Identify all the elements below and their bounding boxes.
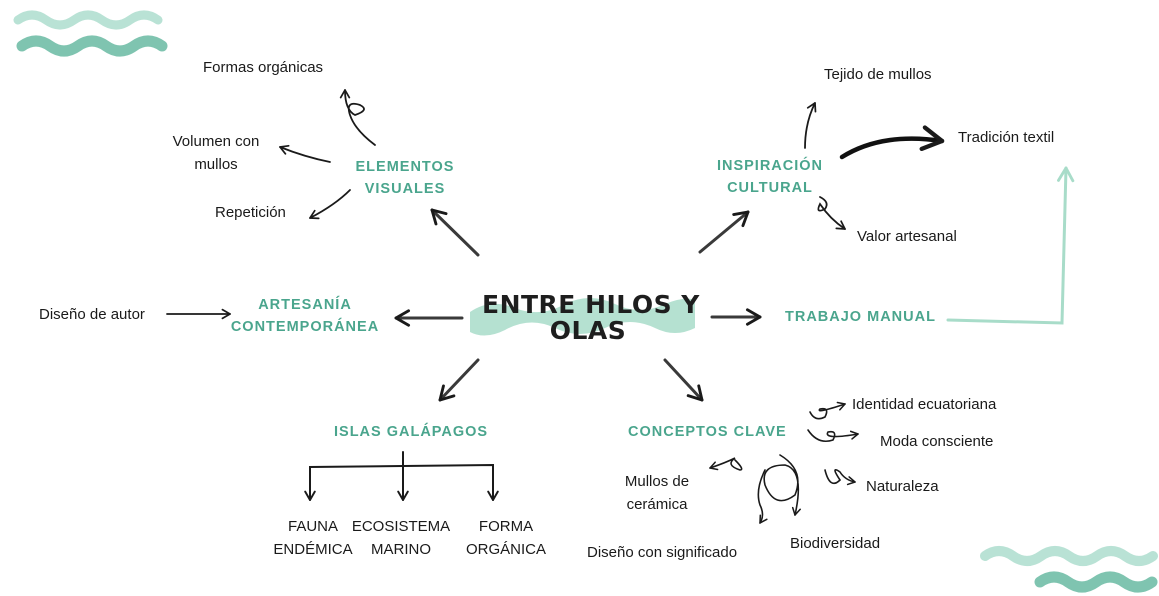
- branch-artesania-line2: CONTEMPORÁNEA: [230, 319, 380, 336]
- leaf-naturaleza: Naturaleza: [866, 478, 939, 495]
- leaf-diseno-de-autor: Diseño de autor: [39, 306, 145, 323]
- branch-elementos-line2: VISUALES: [364, 181, 446, 198]
- leaf-valor-artesanal: Valor artesanal: [857, 228, 957, 245]
- central-topic-line1: ENTRE HILOS Y: [482, 290, 700, 319]
- leaf-biodiversidad: Biodiversidad: [790, 535, 881, 552]
- leaf-forma-line1: FORMA: [478, 518, 534, 535]
- leaf-ecosistema-marino: ECOSISTEMA MARINO: [348, 518, 454, 560]
- branch-conceptos-clave: CONCEPTOS CLAVE: [628, 424, 787, 440]
- branch-inspiracion-cultural: INSPIRACIÓN CULTURAL: [700, 157, 840, 197]
- leaf-fauna-endemica: FAUNA ENDÉMICA: [266, 518, 360, 560]
- leaf-identidad-ecuatoriana: Identidad ecuatoriana: [852, 396, 997, 413]
- leaf-ecosistema-line1: ECOSISTEMA: [351, 518, 451, 535]
- branch-elementos-visuales: ELEMENTOS VISUALES: [345, 158, 465, 198]
- decorative-wave-bottom-right: [980, 546, 1158, 593]
- leaf-formas-organicas: Formas orgánicas: [203, 59, 324, 76]
- conceptos-arrows: [709, 401, 859, 524]
- title-brush-stroke: [470, 298, 695, 336]
- leaf-mullos-de-ceramica: Mullos de cerámica: [612, 473, 702, 515]
- leaf-fauna-line2: ENDÉMICA: [273, 540, 353, 558]
- central-topic-line2: OLAS: [549, 316, 627, 346]
- branch-artesania-line1: ARTESANÍA: [258, 297, 352, 313]
- leaf-arrows: [166, 89, 846, 320]
- branch-inspiracion-line1: INSPIRACIÓN: [716, 158, 824, 174]
- leaf-tradicion-textil: Tradición textil: [958, 129, 1055, 146]
- arrow-trabajo-tradicion: [946, 166, 1075, 325]
- decorative-wave-top-left: [13, 10, 168, 57]
- leaf-mullos-line2: cerámica: [626, 495, 688, 513]
- leaf-volumen-con-mullos: Volumen con mullos: [162, 133, 270, 175]
- leaf-repeticion: Repetición: [215, 204, 286, 221]
- islas-bracket: [304, 451, 499, 501]
- branch-inspiracion-line2: CULTURAL: [727, 180, 813, 197]
- leaf-forma-organica: FORMA ORGÁNICA: [458, 518, 554, 560]
- leaf-mullos-line1: Mullos de: [624, 473, 690, 490]
- leaf-tejido-de-mullos: Tejido de mullos: [824, 66, 932, 83]
- branch-trabajo-manual: TRABAJO MANUAL: [785, 309, 936, 325]
- branch-artesania-contemporanea: ARTESANÍA CONTEMPORÁNEA: [225, 296, 385, 336]
- leaf-forma-line2: ORGÁNICA: [465, 540, 546, 558]
- leaf-moda-consciente: Moda consciente: [880, 433, 994, 450]
- leaf-diseno-con-significado: Diseño con significado: [587, 544, 738, 561]
- leaf-volumen-line1: Volumen con: [172, 133, 260, 150]
- branch-islas-galapagos: ISLAS GALÁPAGOS: [334, 424, 489, 440]
- leaf-fauna-line1: FAUNA: [287, 518, 338, 535]
- leaf-volumen-line2: mullos: [194, 155, 238, 173]
- leaf-ecosistema-line2: MARINO: [371, 540, 431, 558]
- central-topic: ENTRE HILOS Y OLAS: [482, 290, 700, 346]
- main-branch-arrows: [394, 208, 762, 402]
- arrow-tradicion-textil: [839, 125, 945, 160]
- branch-elementos-line1: ELEMENTOS: [355, 159, 455, 175]
